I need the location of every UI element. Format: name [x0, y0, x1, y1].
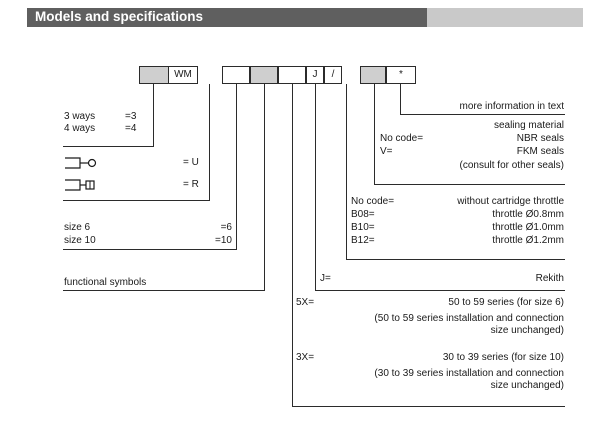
ways-4-label: 4 ways [64, 123, 96, 134]
rule-symbol [63, 200, 210, 201]
symbol-u-code: = U [183, 157, 199, 168]
sealing-title: sealing material [493, 120, 564, 131]
leader-series [292, 84, 293, 406]
rule-series [292, 406, 565, 407]
series-5x-code: 5X= [296, 297, 315, 308]
throttle-b08-code: B08= [351, 209, 375, 220]
series-3x-desc: 30 to 39 series (for size 10) [442, 352, 564, 363]
section-title: Models and specifications [35, 9, 204, 24]
throttle-b10-desc: throttle Ø1.0mm [492, 222, 564, 233]
leader-seal [374, 84, 375, 184]
ways-3-code: =3 [125, 111, 137, 122]
code-box-wm: WM [168, 66, 198, 84]
rule-size [63, 249, 237, 250]
series-5x-note2: size unchanged) [490, 325, 564, 336]
throttle-b10-code: B10= [351, 222, 375, 233]
code-box-series [139, 66, 169, 84]
code-box-star: * [386, 66, 416, 84]
size-10-label: size 10 [64, 235, 96, 246]
leader-throttle [346, 84, 347, 259]
functional-symbols-label: functional symbols [64, 277, 147, 288]
rule-more-info [400, 114, 565, 115]
header-light-band [427, 8, 583, 27]
series-3x-code: 3X= [296, 352, 315, 363]
code-box-ways [222, 66, 250, 84]
header-dark-band [27, 8, 427, 27]
ways-4-code: =4 [125, 123, 137, 134]
code-box-slash: / [324, 66, 342, 84]
size-6-code: =6 [220, 222, 232, 233]
symbol-r-code: = R [183, 179, 199, 190]
code-box-size [278, 66, 306, 84]
series-5x-note1: (50 to 59 series installation and connec… [374, 313, 564, 324]
code-box-symbol [250, 66, 278, 84]
throttle-nocode-desc: without cartridge throttle [457, 196, 564, 207]
rule-rekith [315, 290, 565, 291]
seal-nocode-desc: NBR seals [516, 133, 564, 144]
symbol-u-icon [65, 157, 97, 169]
throttle-b12-code: B12= [351, 235, 375, 246]
section-header: Models and specifications [27, 8, 583, 27]
leader-ways [153, 84, 154, 146]
leader-functional [264, 84, 265, 290]
rule-ways [63, 146, 154, 147]
rule-functional [63, 290, 265, 291]
size-6-label: size 6 [64, 222, 91, 233]
series-5x-desc: 50 to 59 series (for size 6) [448, 297, 564, 308]
leader-size [236, 84, 237, 249]
seal-nocode-code: No code= [380, 133, 424, 144]
more-info-label: more information in text [459, 101, 565, 112]
throttle-nocode-code: No code= [351, 196, 395, 207]
seal-v-code: V= [380, 146, 393, 157]
size-10-code: =10 [215, 235, 232, 246]
rule-seal [374, 184, 565, 185]
throttle-b12-desc: throttle Ø1.2mm [492, 235, 564, 246]
ways-3-label: 3 ways [64, 111, 96, 122]
code-box-seal [360, 66, 386, 84]
seal-v-desc: FKM seals [516, 146, 564, 157]
code-box-j: J [306, 66, 324, 84]
rule-throttle [346, 259, 565, 260]
rekith-code: J= [320, 273, 331, 284]
rekith-desc: Rekith [535, 273, 564, 284]
leader-more-info [400, 84, 401, 114]
series-3x-note1: (30 to 39 series installation and connec… [374, 368, 564, 379]
symbol-r-icon [65, 179, 95, 191]
leader-rekith [315, 84, 316, 290]
seal-note: (consult for other seals) [459, 160, 565, 171]
leader-symbol [209, 84, 210, 200]
throttle-b08-desc: throttle Ø0.8mm [492, 209, 564, 220]
series-3x-note2: size unchanged) [490, 380, 564, 391]
